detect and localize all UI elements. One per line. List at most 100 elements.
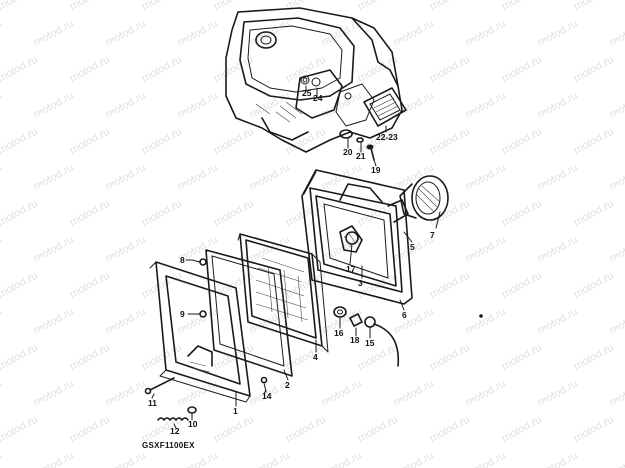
watermark-text: motod.ru [464,234,508,265]
watermark-text: motod.ru [104,18,148,49]
watermark-text: motod.ru [140,54,184,85]
watermark-text: motod.ru [536,162,580,193]
watermark-text: motod.ru [212,54,256,85]
callout-5: 5 [410,242,415,252]
rear-mounting-frame [301,169,413,305]
watermark-text: motod.ru [68,414,112,445]
watermark-text: motod.ru [32,306,76,337]
watermark-text: motod.ru [572,126,616,157]
watermark-text: motod.ru [500,342,544,373]
callout-4: 4 [313,352,318,362]
watermark-text: motod.ru [572,198,616,229]
watermark-text: motod.ru [68,342,112,373]
watermark-text: motod.ru [500,198,544,229]
rubber-grommets-and-wire [333,306,400,367]
leader-lines [151,85,441,429]
watermark-text: motod.ru [608,306,625,337]
headlight-lens [237,233,329,353]
watermark-text: motod.ru [0,162,4,193]
watermark-text: motod.ru [536,306,580,337]
watermark-text: motod.ru [0,270,40,301]
watermark-text: motod.ru [176,18,220,49]
watermark-text: motod.ru [212,126,256,157]
watermark-text: motod.ru [356,414,400,445]
watermark-text: motod.ru [68,198,112,229]
watermark-text: motod.ru [320,90,364,121]
watermark-text: motod.ru [0,198,40,229]
watermark-text: motod.ru [248,450,292,468]
watermark-text: motod.ru [572,270,616,301]
watermark-text: motod.ru [608,378,625,409]
mounting-bolts [302,77,375,161]
aim-screw-assembly [144,377,197,421]
watermark-text: motod.ru [536,450,580,468]
callout-22-23: 22-23 [376,132,398,142]
watermark-text: motod.ru [104,306,148,337]
watermark-text: motod.ru [0,54,40,85]
callout-labels: 25 24 22-23 20 21 19 5 7 17 3 6 4 2 1 8 … [148,88,435,436]
watermark-text: motod.ru [536,234,580,265]
watermark-text: motod.ru [68,270,112,301]
watermark-text: motod.ru [104,450,148,468]
watermark-text: motod.ru [32,90,76,121]
watermark-text: motod.ru [32,450,76,468]
watermark-text: motod.ru [428,198,472,229]
watermark-text: motod.ru [464,378,508,409]
watermark-text: motod.ru [176,162,220,193]
watermark-text: motod.ru [104,90,148,121]
callout-8: 8 [180,255,185,265]
reflector-housing [315,183,409,287]
watermark-text: motod.ru [140,198,184,229]
watermark-text: motod.ru [392,450,436,468]
watermark-text: motod.ru [0,234,4,265]
callout-16: 16 [334,328,344,338]
watermark-text: motod.ru [392,378,436,409]
watermark-text: motod.ru [176,450,220,468]
watermark-text: motod.ru [140,0,184,13]
watermark-text: motod.ru [248,90,292,121]
headlight-trim-frame [149,261,251,403]
watermark-text: motod.ru [104,162,148,193]
callout-12: 12 [170,426,180,436]
callout-18: 18 [350,335,360,345]
callout-11: 11 [148,398,157,408]
watermark-text: motod.ru [500,414,544,445]
callout-2: 2 [285,380,290,390]
watermark-text: motod.ru [428,0,472,13]
watermark-text: motod.ru [608,162,625,193]
callout-25: 25 [302,88,312,98]
watermark-text: motod.ru [536,18,580,49]
watermark-text: motod.ru [428,270,472,301]
callout-7: 7 [430,230,435,240]
watermark-text: motod.ru [392,18,436,49]
watermark-text: motod.ru [32,162,76,193]
callout-17: 17 [346,264,356,274]
watermark-text: motod.ru [464,90,508,121]
watermark-text: motod.ru [140,342,184,373]
watermark-text: motod.ru [212,198,256,229]
watermark-text: motod.ru [464,306,508,337]
watermark-text: motod.ru [0,342,40,373]
watermark-text: motod.ru [572,0,616,13]
watermark-text: motod.ru [284,54,328,85]
bulb-socket-cover [399,175,449,221]
watermark-text: motod.ru [104,234,148,265]
watermark-text: motod.ru [68,54,112,85]
watermark-text: motod.ru [0,18,4,49]
watermark-text: motod.ru [608,90,625,121]
watermark-text: motod.ru [0,0,40,13]
watermark-text: motod.ru [572,414,616,445]
watermark-text: motod.ru [0,450,4,468]
watermark-text: motod.ru [140,126,184,157]
watermark-text: motod.ru [0,414,40,445]
watermark-text: motod.ru [68,0,112,13]
watermark-text: motod.ru [428,342,472,373]
watermark-text: motod.ru [392,306,436,337]
watermark-text: motod.ru [140,270,184,301]
watermark-text: motod.ru [428,54,472,85]
callout-19: 19 [371,165,381,175]
callout-21: 21 [356,151,366,161]
watermark-text: motod.ru [320,378,364,409]
watermark-text: motod.ru [320,450,364,468]
